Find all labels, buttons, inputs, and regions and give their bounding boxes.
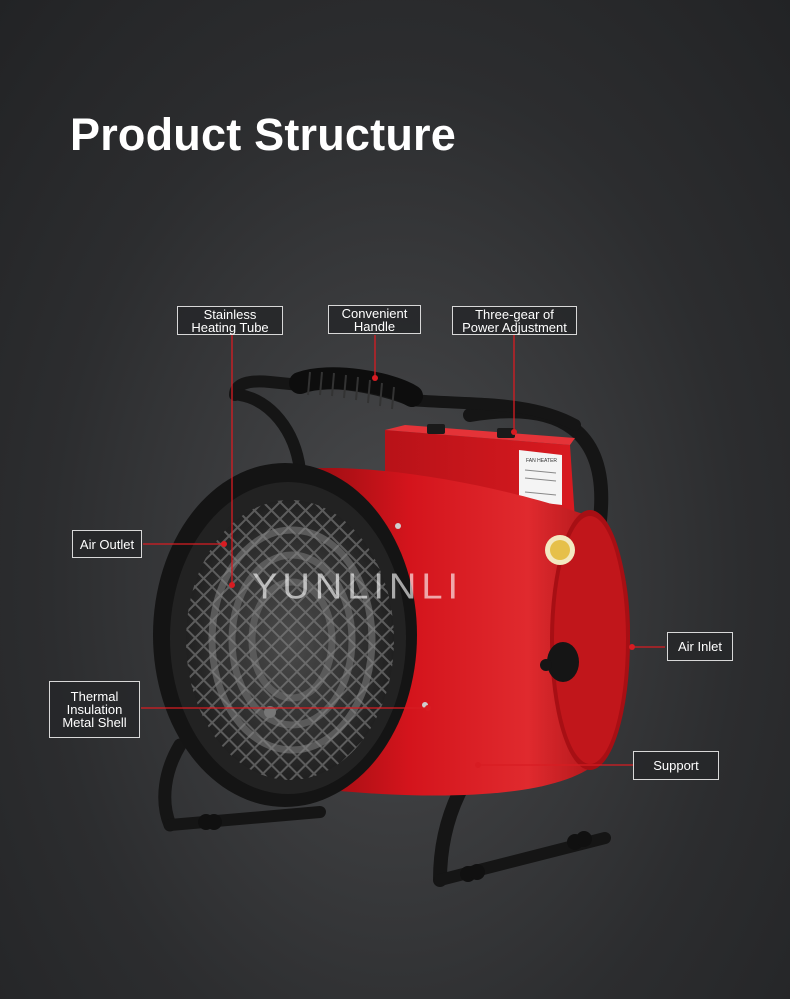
callout-dots xyxy=(221,375,635,768)
label-air-outlet: Air Outlet xyxy=(72,530,142,558)
page-title: Product Structure xyxy=(70,109,456,160)
label-heating-tube: Stainless Heating Tube xyxy=(177,306,283,335)
spec-plate-text: FAN HEATER xyxy=(526,458,557,464)
front-grill xyxy=(153,463,417,807)
label-power-adjustment: Three-gear of Power Adjustment xyxy=(452,306,577,335)
label-handle: Convenient Handle xyxy=(328,305,421,334)
handle xyxy=(229,367,581,476)
brand-watermark: YUNLINLI xyxy=(252,567,464,607)
label-air-inlet: Air Inlet xyxy=(667,632,733,661)
label-metal-shell: Thermal Insulation Metal Shell xyxy=(49,681,140,738)
label-support: Support xyxy=(633,751,719,780)
callout-lines xyxy=(141,335,665,766)
